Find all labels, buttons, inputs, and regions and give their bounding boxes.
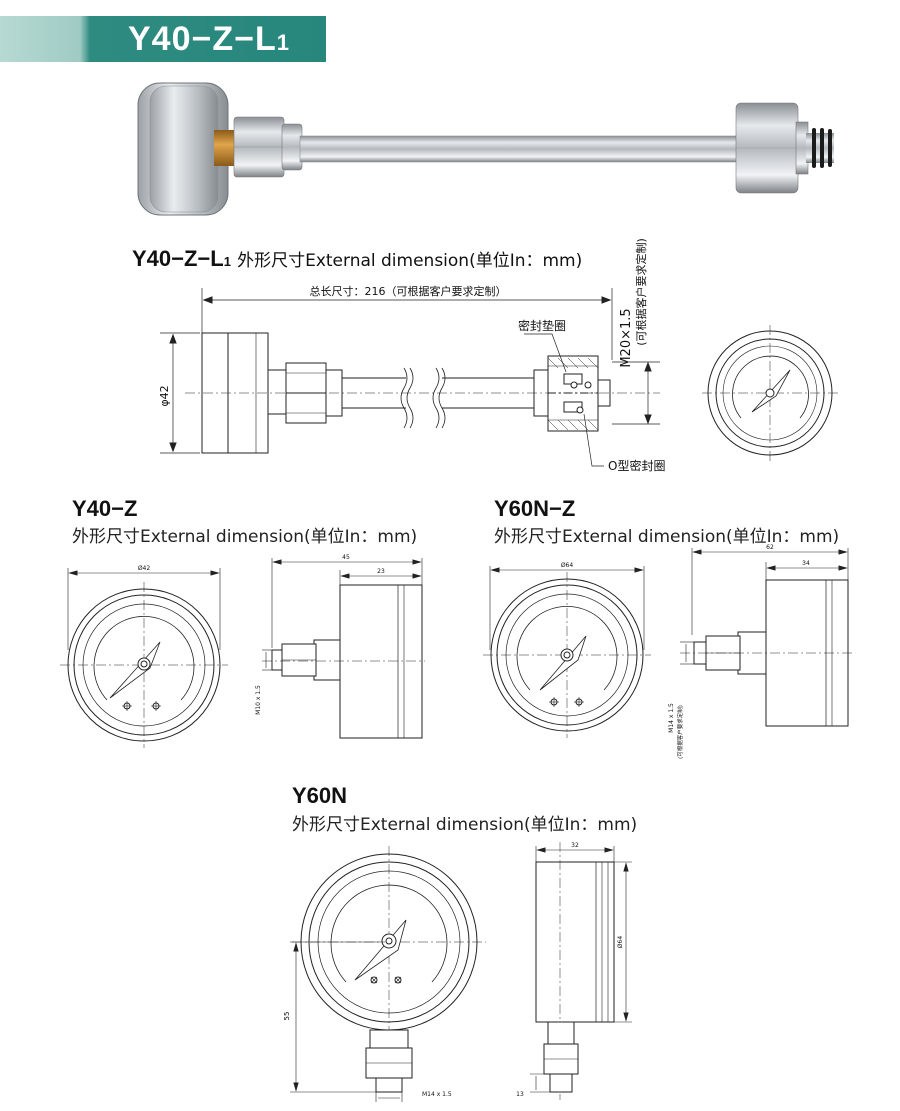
y60nz-title: Y60N−Z bbox=[494, 496, 576, 521]
y40z-depth-case-label: 23 bbox=[377, 568, 385, 575]
l1-title-text: Y40−Z−L bbox=[132, 246, 224, 271]
y60nz-depth-total-label: 62 bbox=[766, 544, 774, 551]
y60n-title: Y60N bbox=[292, 783, 348, 808]
y40z-title: Y40−Z bbox=[72, 496, 138, 521]
y60nz-diameter-label: Ø64 bbox=[561, 562, 574, 569]
banner-model: Y40−Z−L bbox=[128, 20, 277, 58]
y60nz-depth-case-label: 34 bbox=[802, 560, 810, 567]
y60n-height-label: 55 bbox=[283, 1012, 291, 1021]
l1-thread-note: (可根据客户要求定制) bbox=[634, 238, 648, 346]
y60nz-subtitle: 外形尺寸External dimension(单位In：mm) bbox=[494, 527, 840, 547]
y40z-subtitle: 外形尺寸External dimension(单位In：mm) bbox=[72, 527, 418, 547]
l1-subtitle: 外形尺寸External dimension(单位In：mm) bbox=[237, 251, 583, 271]
y40z-thread-label: M10 x 1.5 bbox=[255, 685, 262, 715]
l1-section-title: Y40−Z−L1 外形尺寸External dimension(单位In：mm) bbox=[132, 246, 582, 272]
product-photo bbox=[137, 82, 834, 216]
y40z-depth-total-label: 45 bbox=[342, 554, 350, 561]
seal-gasket-label: 密封垫圈 bbox=[518, 318, 566, 333]
header-banner bbox=[0, 16, 326, 62]
drawing-y40-z-l1 bbox=[160, 288, 838, 467]
o-ring-label: O型密封圈 bbox=[608, 458, 665, 473]
l1-diameter-label: φ42 bbox=[158, 385, 171, 406]
y60n-depth-label: 32 bbox=[571, 842, 579, 849]
drawing-y60n bbox=[290, 842, 632, 1102]
y60n-thread-label: M14 x 1.5 bbox=[422, 1091, 452, 1098]
y60nz-thread-label: M14 x 1.5 bbox=[668, 703, 675, 733]
l1-thread-label: M20×1.5 bbox=[619, 308, 634, 367]
drawing-y60n-z bbox=[483, 548, 852, 738]
banner-model-subscript: 1 bbox=[276, 30, 290, 55]
y40z-diameter-label: Ø42 bbox=[138, 565, 151, 572]
y60nz-thread-note: (可根据客户要求定制) bbox=[676, 705, 684, 759]
banner-title: Y40−Z−L1 bbox=[128, 21, 290, 67]
y60n-diameter-label: Ø64 bbox=[617, 936, 624, 949]
total-length-label: 总长尺寸：216（可根据客户要求定制） bbox=[310, 284, 507, 298]
l1-title-subscript: 1 bbox=[223, 254, 231, 269]
y60n-stem-label: 13 bbox=[516, 1091, 524, 1098]
y60n-subtitle: 外形尺寸External dimension(单位In：mm) bbox=[292, 815, 638, 835]
drawing-y40-z bbox=[60, 558, 425, 748]
